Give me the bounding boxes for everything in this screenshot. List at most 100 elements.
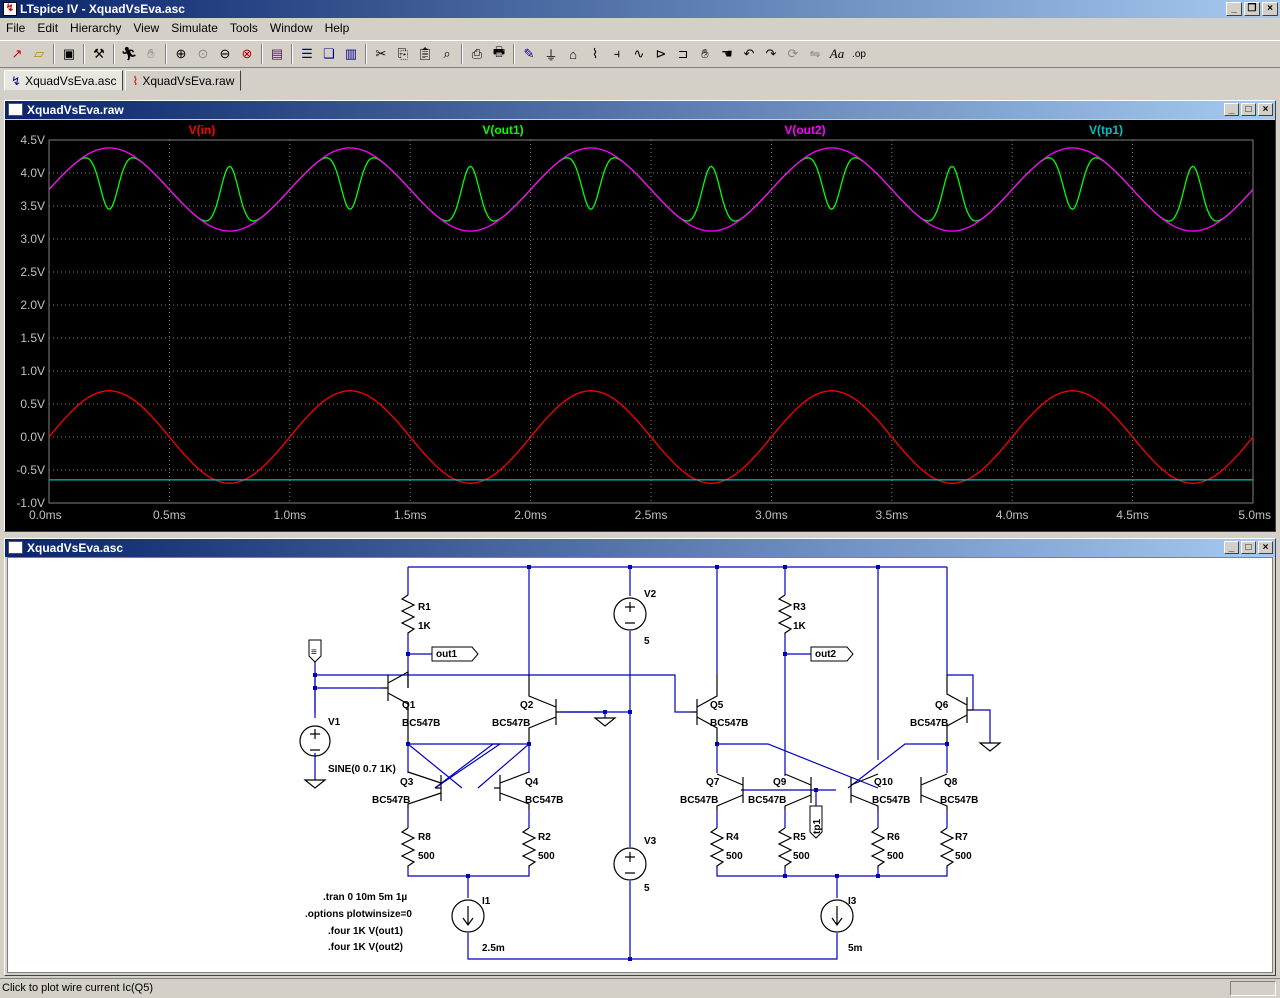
plot-grid: [48, 139, 1254, 504]
waveform-window-title-bar: XquadVsEva.raw _ □ ×: [5, 101, 1275, 119]
zoom-in-icon[interactable]: ⊕: [175, 46, 187, 61]
trace-label-vout1[interactable]: V(out1): [482, 123, 523, 137]
zoom-pan-icon[interactable]: ⊙: [197, 46, 209, 61]
schematic-window: XquadVsEva.asc _ □ ×: [4, 538, 1276, 976]
tile-vertical-icon[interactable]: ▥: [344, 46, 358, 61]
menu-window[interactable]: Window: [269, 21, 313, 35]
source-symbols[interactable]: [299, 597, 854, 933]
halt-icon[interactable]: ✋︎: [147, 46, 155, 61]
toolbar-separator: [365, 44, 367, 64]
diode-icon[interactable]: ⊳: [655, 46, 667, 61]
net-flags[interactable]: [308, 639, 854, 839]
out1-label: out1: [436, 649, 458, 660]
status-panel: [1230, 981, 1276, 996]
move-icon[interactable]: ✋︎: [701, 46, 709, 61]
trace-label-vout2[interactable]: V(out2): [784, 123, 825, 137]
cascade-icon[interactable]: ❏: [323, 46, 335, 61]
input-flag[interactable]: [308, 639, 322, 663]
trace-label-vtp1[interactable]: V(tp1): [1089, 123, 1123, 137]
close-button[interactable]: ×: [1258, 103, 1273, 116]
text-icon[interactable]: Aa: [829, 46, 845, 61]
menu-help[interactable]: Help: [324, 21, 350, 35]
menu-tools[interactable]: Tools: [229, 21, 258, 35]
zoom-out-icon[interactable]: ⊖: [219, 46, 231, 61]
tab-waveform[interactable]: ⌇ XquadVsEva.raw: [125, 70, 242, 91]
trace-vout2[interactable]: [48, 147, 1254, 232]
minimize-button[interactable]: _: [1224, 541, 1239, 554]
mirror-icon[interactable]: ⇋: [809, 46, 821, 61]
y-tick-label: -1.0V: [16, 496, 45, 510]
spice-directive-icon[interactable]: .op: [852, 48, 866, 60]
x-tick-label: 0.5ms: [153, 508, 186, 522]
out2-label: out2: [815, 649, 837, 660]
open-icon[interactable]: ▱: [34, 46, 44, 61]
inductor-icon[interactable]: ∿: [633, 46, 645, 61]
schematic-canvas[interactable]: out1 out2 tp1 ≡ R1 1K R3 1K R8 500 R2 50…: [7, 557, 1273, 973]
maximize-button[interactable]: □: [1241, 103, 1256, 116]
minimize-button[interactable]: _: [1226, 2, 1242, 16]
zoom-cancel-icon[interactable]: ⊗: [241, 46, 253, 61]
copy-icon[interactable]: ⎘: [397, 46, 409, 61]
out2-flag[interactable]: [810, 646, 854, 662]
r7-name: R7: [955, 832, 968, 843]
maximize-button[interactable]: ❐: [1244, 2, 1260, 16]
x-tick-label: 3.0ms: [755, 508, 788, 522]
drag-icon[interactable]: ☚: [721, 46, 733, 61]
draw-wire-icon[interactable]: ✎: [523, 46, 535, 61]
paste-icon[interactable]: 📋︎: [416, 46, 434, 61]
trace-vin[interactable]: [48, 390, 1254, 484]
find-icon[interactable]: ⌕: [443, 46, 451, 61]
tp1-flag[interactable]: [809, 805, 823, 839]
schematic-drawing[interactable]: out1 out2 tp1 ≡ R1 1K R3 1K R8 500 R2 50…: [8, 558, 1274, 974]
control-panel-icon[interactable]: ⚒: [93, 46, 105, 61]
q2-model: BC547B: [492, 718, 530, 729]
ltspice-app-icon[interactable]: ↯: [3, 2, 17, 16]
redo-icon[interactable]: ↷: [765, 46, 777, 61]
run-icon[interactable]: 🏃︎: [120, 46, 138, 61]
toolbar-separator: [291, 44, 293, 64]
autorange-icon[interactable]: ▤: [270, 46, 284, 61]
print-setup-icon[interactable]: ⎙: [471, 46, 483, 61]
ground-icon[interactable]: ⏚: [544, 47, 558, 63]
waveform-plot[interactable]: 4.5V4.0V3.5V3.0V2.5V2.0V1.5V1.0V0.5V0.0V…: [5, 120, 1275, 531]
capacitor-icon[interactable]: ⫞: [613, 46, 621, 61]
trace-legend[interactable]: V(in) V(out1) V(out2) V(tp1): [189, 123, 1123, 137]
menu-view[interactable]: View: [133, 21, 160, 35]
waveform-window-controls: _ □ ×: [1224, 103, 1273, 116]
close-button[interactable]: ×: [1258, 541, 1273, 554]
y-tick-label: 3.5V: [20, 199, 45, 213]
cut-icon[interactable]: ✂: [375, 46, 387, 61]
rotate-icon[interactable]: ⟳: [787, 46, 799, 61]
q7-name: Q7: [706, 777, 720, 788]
transistor-symbols[interactable]: [382, 670, 973, 810]
resistor-icon[interactable]: ⌇: [591, 46, 599, 61]
wires[interactable]: [314, 566, 991, 960]
menu-hierarchy[interactable]: Hierarchy: [70, 21, 122, 35]
undo-icon[interactable]: ↶: [743, 46, 755, 61]
q3-name: Q3: [400, 777, 414, 788]
tab-schematic[interactable]: ↯ XquadVsEva.asc: [4, 70, 124, 91]
waveform-window-icon: [8, 103, 23, 116]
print-icon[interactable]: 🖶︎: [492, 44, 506, 59]
component-icon[interactable]: ⊐: [677, 46, 689, 61]
maximize-button[interactable]: □: [1241, 541, 1256, 554]
r7-value: 500: [955, 851, 972, 862]
menu-file[interactable]: File: [6, 21, 26, 35]
trace-group[interactable]: [48, 147, 1254, 484]
minimize-button[interactable]: _: [1224, 103, 1239, 116]
q4-model: BC547B: [525, 795, 563, 806]
trace-label-vin[interactable]: V(in): [189, 123, 216, 137]
q5-model: BC547B: [710, 718, 748, 729]
x-tick-label: 4.0ms: [996, 508, 1029, 522]
menu-simulate[interactable]: Simulate: [171, 21, 218, 35]
label-net-icon[interactable]: ⌂: [569, 46, 577, 62]
resistor-symbols[interactable]: [400, 594, 955, 868]
out1-flag[interactable]: [431, 646, 479, 662]
toolbar-separator: [461, 44, 463, 64]
new-schematic-icon[interactable]: ↗: [11, 46, 23, 61]
close-button[interactable]: ×: [1262, 2, 1278, 16]
menu-edit[interactable]: Edit: [37, 21, 59, 35]
save-icon[interactable]: ▣: [62, 46, 76, 61]
tile-horizontal-icon[interactable]: ☰: [301, 46, 313, 61]
